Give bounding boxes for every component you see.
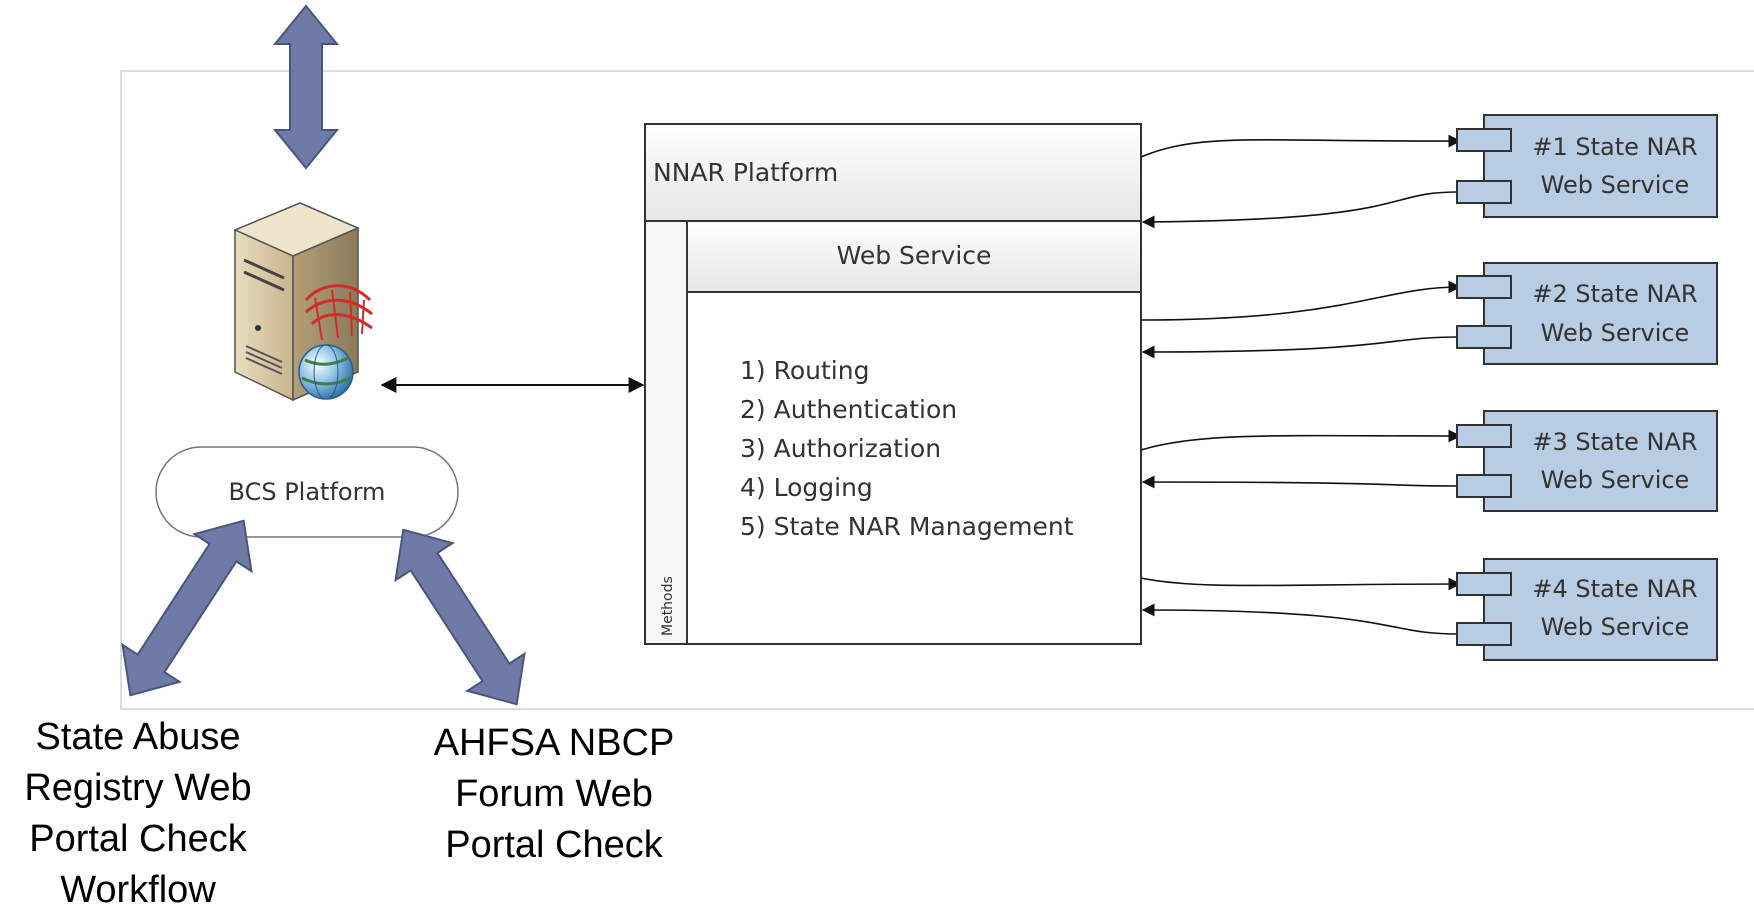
state-abuse-registry-label: State Abuse Registry Web Portal Check Wo…: [0, 712, 276, 916]
state-1-subtitle: Web Service: [1541, 171, 1690, 199]
state-1-title: #1 State NAR: [1532, 133, 1697, 161]
state-1-service: [1456, 114, 1718, 218]
left-diagonal-double-arrow: [121, 519, 253, 697]
globe-icon: [298, 344, 354, 400]
state-3-title: #3 State NAR: [1532, 428, 1697, 456]
state-3-subtitle: Web Service: [1541, 466, 1690, 494]
state-4-service: [1456, 558, 1718, 661]
state-1-outgoing-connector: [1140, 134, 1462, 158]
state-1-incoming-connector: [1141, 191, 1459, 229]
state-4-subtitle: Web Service: [1541, 613, 1690, 641]
method-item: 2) Authentication: [740, 395, 957, 424]
nnar-platform-title: NNAR Platform: [653, 158, 838, 187]
state-2-subtitle: Web Service: [1541, 319, 1690, 347]
label-line: Portal Check: [445, 824, 663, 866]
state-4-title: #4 State NAR: [1532, 575, 1697, 603]
label-line: Registry Web: [24, 767, 252, 809]
methods-label: Methods: [660, 576, 676, 636]
label-line: State Abuse: [35, 716, 241, 758]
method-item: 4) Logging: [740, 473, 873, 502]
bcs-platform-node: [155, 446, 459, 538]
method-item: 3) Authorization: [740, 434, 941, 463]
label-line: Forum Web: [455, 773, 653, 815]
state-3-incoming-connector: [1141, 475, 1459, 489]
state-2-incoming-connector: [1141, 336, 1459, 359]
label-line: Portal Check: [29, 818, 247, 860]
label-line: Workflow: [60, 869, 216, 911]
database-icon: [304, 284, 373, 341]
web-service-title: Web Service: [837, 241, 992, 270]
ahfsa-nbcp-label: AHFSA NBCP Forum Web Portal Check: [409, 718, 699, 871]
state-2-title: #2 State NAR: [1532, 280, 1697, 308]
state-3-outgoing-connector: [1140, 429, 1462, 451]
bcs-platform-label: BCS Platform: [229, 478, 386, 506]
nnar-platform-box: [644, 123, 1142, 645]
method-item: 5) State NAR Management: [740, 512, 1074, 541]
state-4-incoming-connector: [1141, 603, 1459, 635]
label-line: AHFSA NBCP: [433, 722, 675, 764]
method-item: 1) Routing: [740, 356, 869, 385]
state-2-outgoing-connector: [1140, 280, 1462, 321]
state-3-service: [1456, 410, 1718, 512]
state-4-outgoing-connector: [1140, 577, 1462, 591]
state-2-service: [1456, 262, 1718, 365]
top-double-arrow: [272, 4, 340, 170]
right-diagonal-double-arrow: [394, 528, 526, 706]
